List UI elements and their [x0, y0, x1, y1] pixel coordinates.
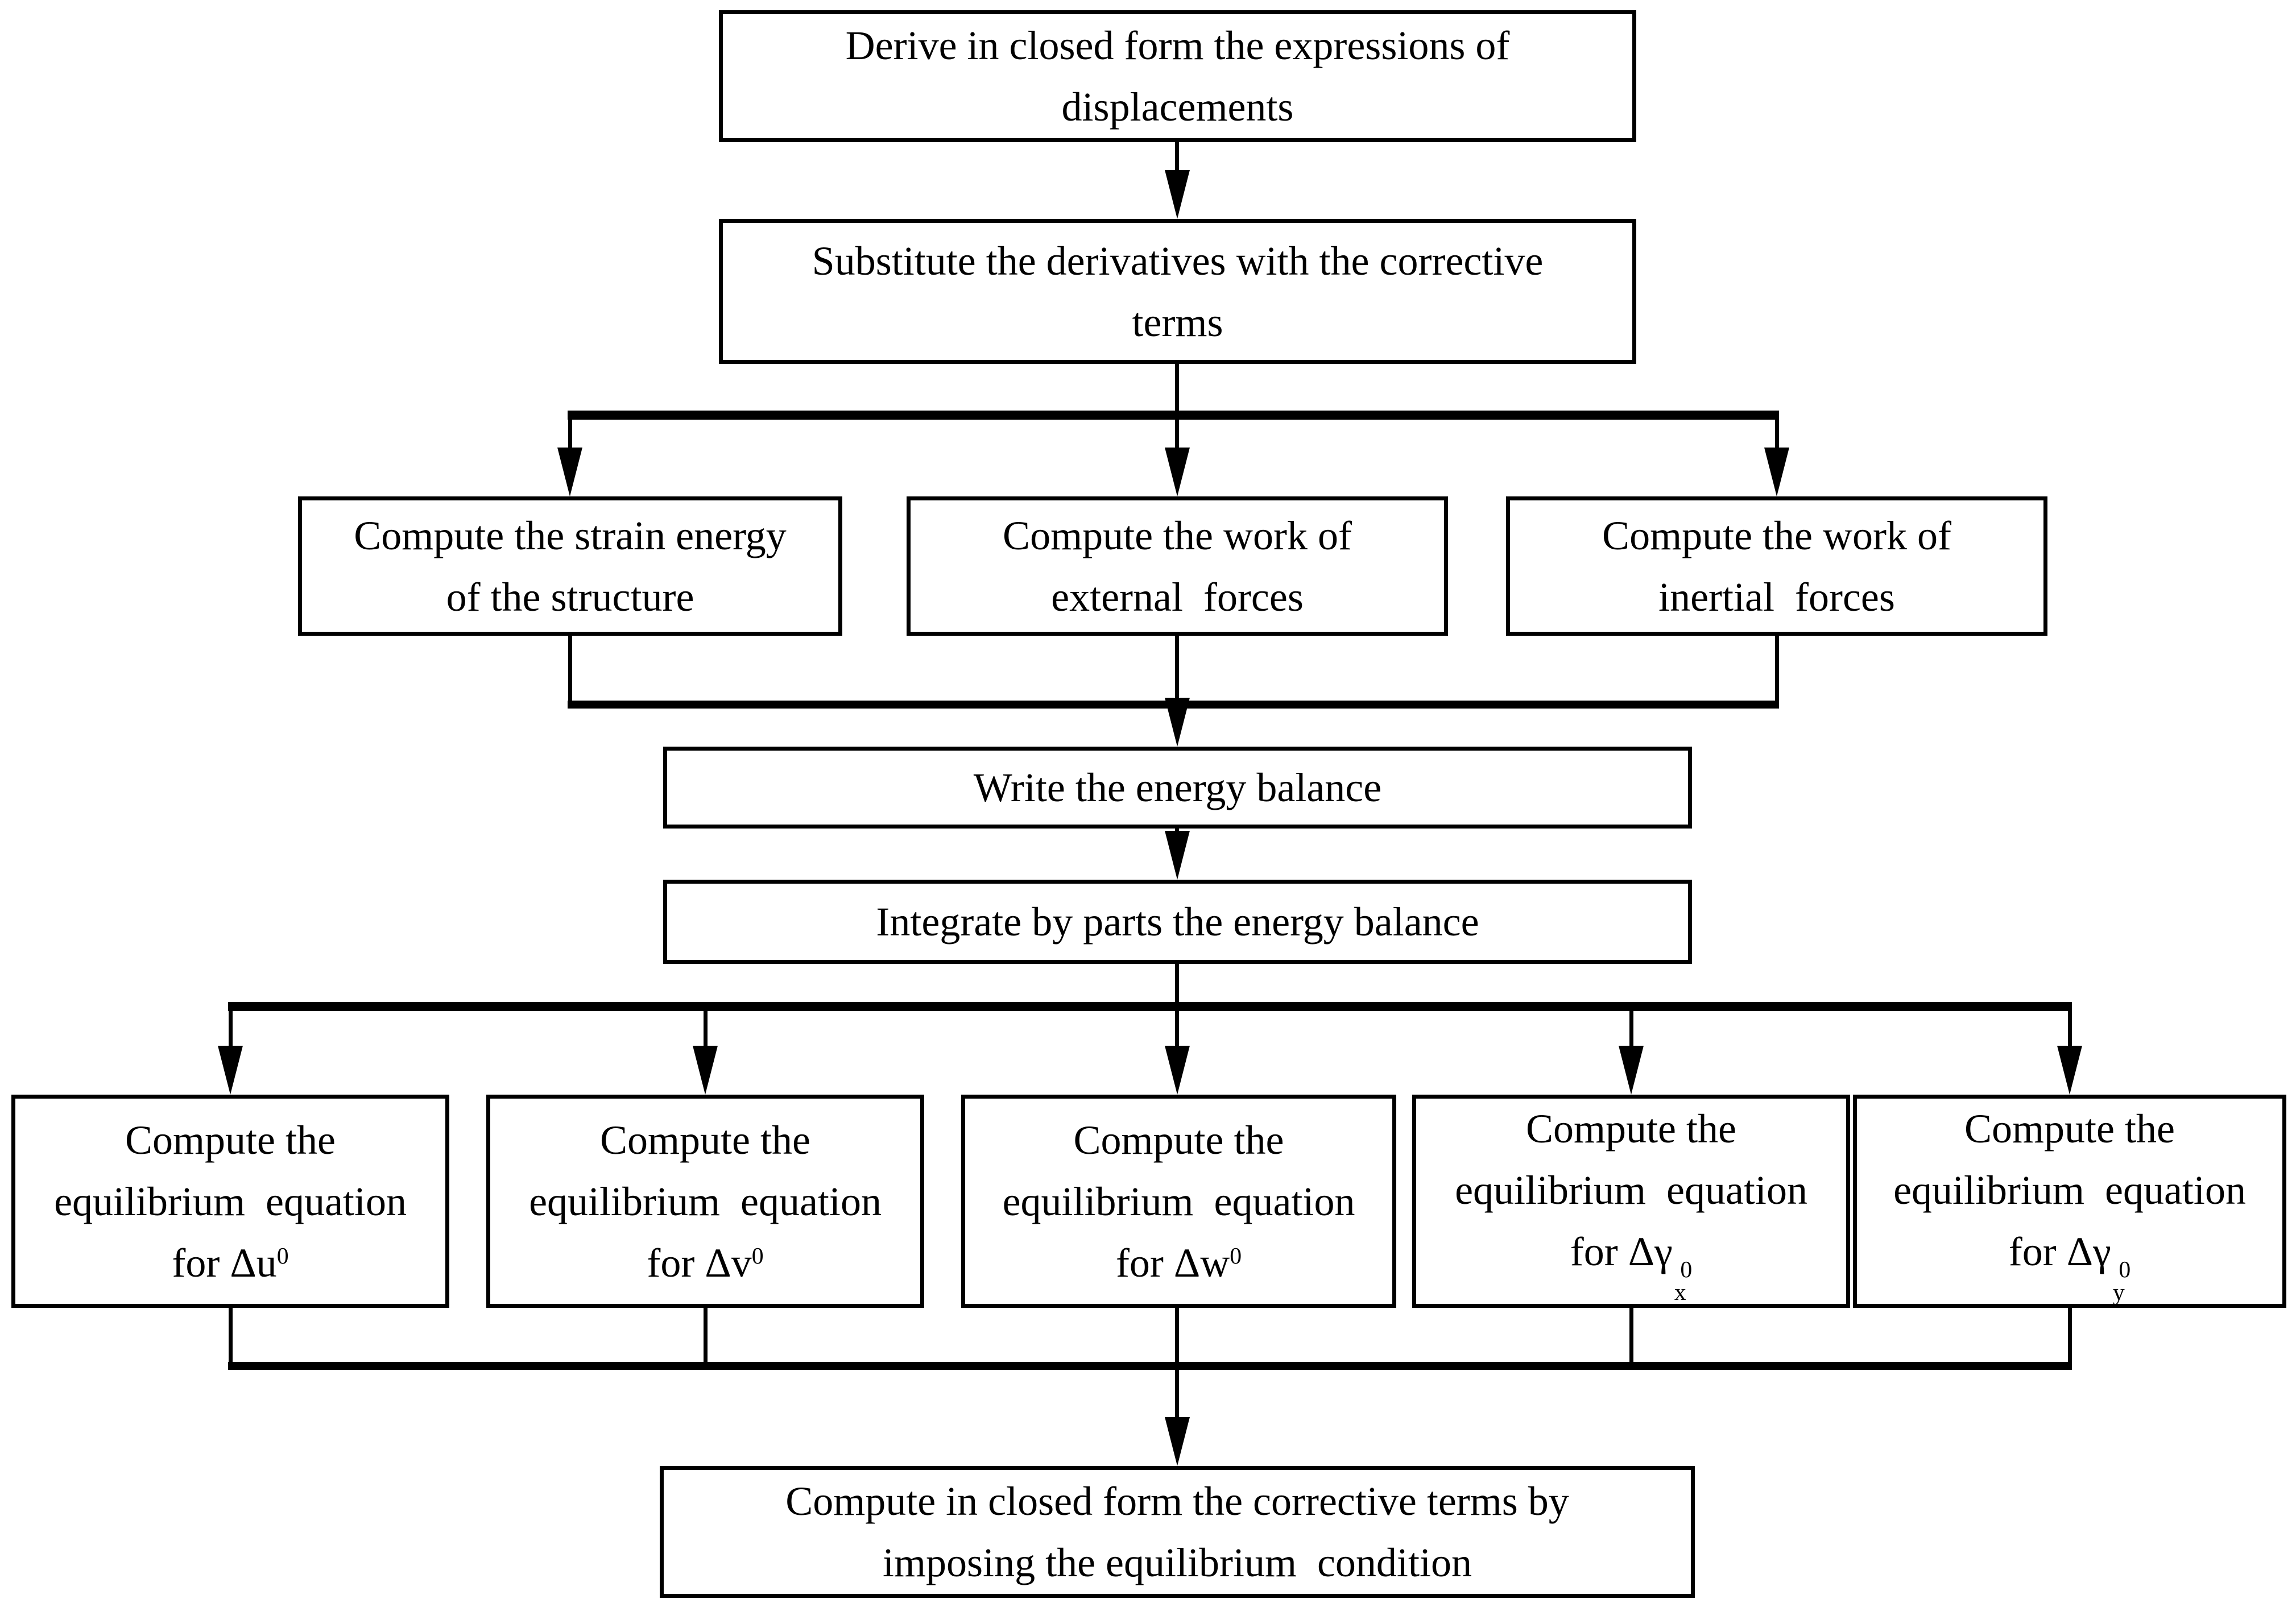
eq-v-superscript: 0	[751, 1242, 764, 1269]
node-strain-energy: Compute the strain energy of the structu…	[298, 496, 842, 636]
node-eq-w-line3: for Δw0	[1116, 1232, 1242, 1294]
arrowhead-down-icon	[557, 448, 582, 496]
node-eq-v-line3: for Δv0	[647, 1232, 763, 1294]
connector-splitbar-eq-u	[229, 1011, 233, 1051]
connector-splitbar-external	[1175, 420, 1179, 451]
node-eq-gamma-x-line1: Compute the	[1526, 1106, 1736, 1152]
connector-mergebar-final	[1175, 1370, 1179, 1418]
merge-bar-five-way	[228, 1362, 2072, 1370]
node-eq-v-line1: Compute the	[600, 1117, 810, 1163]
node-strain-energy-line1: Compute the strain energy	[354, 512, 787, 558]
node-substitute-derivatives: Substitute the derivatives with the corr…	[719, 219, 1636, 364]
connector-eq-w-mergebar	[1175, 1308, 1179, 1370]
arrowhead-down-icon	[1619, 1046, 1644, 1095]
node-eq-gamma-y-line1: Compute the	[1964, 1106, 2175, 1152]
node-integrate-by-parts: Integrate by parts the energy balance	[663, 880, 1692, 964]
split-bar-three-way	[568, 411, 1779, 420]
eq-gamma-x-superscript: 0	[1680, 1257, 1693, 1283]
node-eq-gamma-x-line2: equilibrium equation	[1455, 1167, 1807, 1213]
arrowhead-down-icon	[693, 1046, 718, 1095]
split-bar-five-way	[228, 1002, 2072, 1011]
arrowhead-down-icon	[1165, 831, 1190, 880]
node-eq-v-line2: equilibrium equation	[529, 1178, 882, 1224]
node-final-corrective-terms: Compute in closed form the corrective te…	[660, 1466, 1695, 1598]
connector-eq-u-mergebar	[229, 1308, 233, 1370]
node-external-work-line2: external forces	[1051, 574, 1304, 620]
arrowhead-down-icon	[1165, 698, 1190, 747]
arrowhead-down-icon	[2057, 1046, 2082, 1095]
eq-gamma-x-subscript: x	[1674, 1279, 1686, 1306]
arrowhead-down-icon	[1165, 448, 1190, 496]
node-inertial-work-line1: Compute the work of	[1602, 512, 1951, 558]
connector-inertial-mergebar	[1775, 636, 1779, 709]
node-integrate-line1: Integrate by parts the energy balance	[876, 899, 1479, 945]
connector-splitbar-eq-w	[1175, 1011, 1179, 1051]
node-eq-u-line1: Compute the	[125, 1117, 336, 1163]
node-eq-u-line3: for Δu0	[172, 1232, 288, 1294]
eq-v-symbol: for Δv	[647, 1240, 752, 1286]
arrowhead-down-icon	[218, 1046, 243, 1095]
eq-w-superscript: 0	[1230, 1242, 1242, 1269]
connector-derive-substitute	[1175, 142, 1179, 175]
node-external-work: Compute the work of external forces	[907, 496, 1448, 636]
connector-external-mergebar	[1175, 636, 1179, 710]
node-final-line1: Compute in closed form the corrective te…	[785, 1478, 1569, 1524]
connector-eq-gx-mergebar	[1629, 1308, 1633, 1370]
eq-u-superscript: 0	[276, 1242, 289, 1269]
node-eq-u-line2: equilibrium equation	[54, 1178, 407, 1224]
connector-splitbar-strain	[568, 420, 572, 451]
node-eq-v: Compute the equilibrium equation for Δv0	[486, 1095, 924, 1308]
arrowhead-down-icon	[1764, 448, 1789, 496]
connector-eq-gy-mergebar	[2068, 1308, 2072, 1370]
eq-gamma-y-superscript: 0	[2119, 1257, 2131, 1283]
node-inertial-work-line2: inertial forces	[1658, 574, 1895, 620]
connector-eq-v-mergebar	[704, 1308, 708, 1370]
eq-u-symbol: for Δu	[172, 1240, 277, 1286]
node-substitute-line2: terms	[1132, 299, 1223, 345]
connector-strain-mergebar	[568, 636, 572, 709]
connector-splitbar-inertial	[1775, 420, 1779, 451]
connector-integrate-splitbar	[1175, 964, 1179, 1011]
connector-splitbar-eq-gx	[1629, 1011, 1633, 1051]
node-derive-line1: Derive in closed form the expressions of	[845, 23, 1510, 68]
arrowhead-down-icon	[1165, 1046, 1190, 1095]
node-eq-u: Compute the equilibrium equation for Δu0	[11, 1095, 449, 1308]
connector-splitbar-eq-v	[704, 1011, 708, 1051]
connector-splitbar-eq-gy	[2068, 1011, 2072, 1051]
node-eq-gamma-y-line2: equilibrium equation	[1893, 1167, 2246, 1213]
node-energy-balance-line1: Write the energy balance	[973, 765, 1382, 810]
node-inertial-work: Compute the work of inertial forces	[1506, 496, 2047, 636]
node-eq-w-line2: equilibrium equation	[1002, 1178, 1355, 1224]
eq-gamma-x-symbol: for Δγ	[1570, 1229, 1673, 1275]
node-strain-energy-line2: of the structure	[446, 574, 694, 620]
connector-substitute-splitbar	[1175, 364, 1179, 420]
node-eq-w-line1: Compute the	[1073, 1117, 1284, 1163]
eq-w-symbol: for Δw	[1115, 1240, 1230, 1286]
node-derive-displacements: Derive in closed form the expressions of…	[719, 10, 1636, 142]
node-external-work-line1: Compute the work of	[1003, 512, 1352, 558]
arrowhead-down-icon	[1165, 170, 1190, 219]
eq-gamma-y-symbol: for Δγ	[2008, 1229, 2111, 1275]
node-energy-balance: Write the energy balance	[663, 747, 1692, 829]
arrowhead-down-icon	[1165, 1417, 1190, 1466]
node-derive-line2: displacements	[1061, 84, 1294, 130]
node-substitute-line1: Substitute the derivatives with the corr…	[812, 238, 1544, 284]
eq-gamma-y-subscript: y	[2112, 1279, 2125, 1306]
node-final-line2: imposing the equilibrium condition	[883, 1540, 1472, 1585]
node-eq-w: Compute the equilibrium equation for Δw0	[961, 1095, 1396, 1308]
